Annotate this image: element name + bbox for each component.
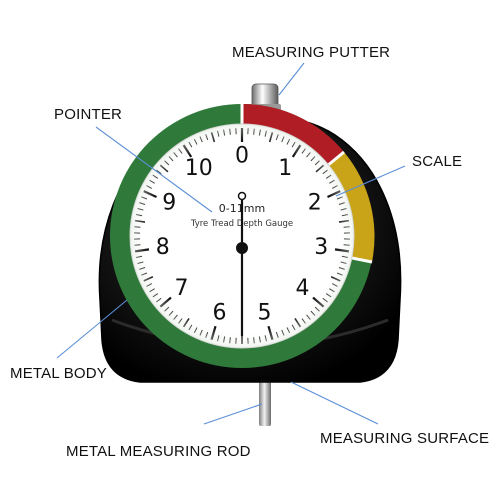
leader-metal-body	[56, 299, 128, 359]
label-metal-measuring-rod: METAL MEASURING ROD	[66, 443, 251, 460]
leader-measuring-surface	[290, 381, 379, 425]
leader-measuring-putter	[278, 62, 305, 96]
label-pointer: POINTER	[54, 106, 122, 123]
label-scale: SCALE	[412, 153, 462, 170]
label-measuring-putter: MEASURING PUTTER	[232, 44, 390, 61]
label-measuring-surface: MEASURING SURFACE	[320, 430, 489, 447]
pointer	[236, 191, 248, 336]
leader-metal-measuring-rod	[203, 403, 263, 425]
label-metal-body: METAL BODY	[10, 365, 107, 382]
leader-pointer	[95, 126, 213, 213]
leader-scale	[335, 165, 406, 197]
